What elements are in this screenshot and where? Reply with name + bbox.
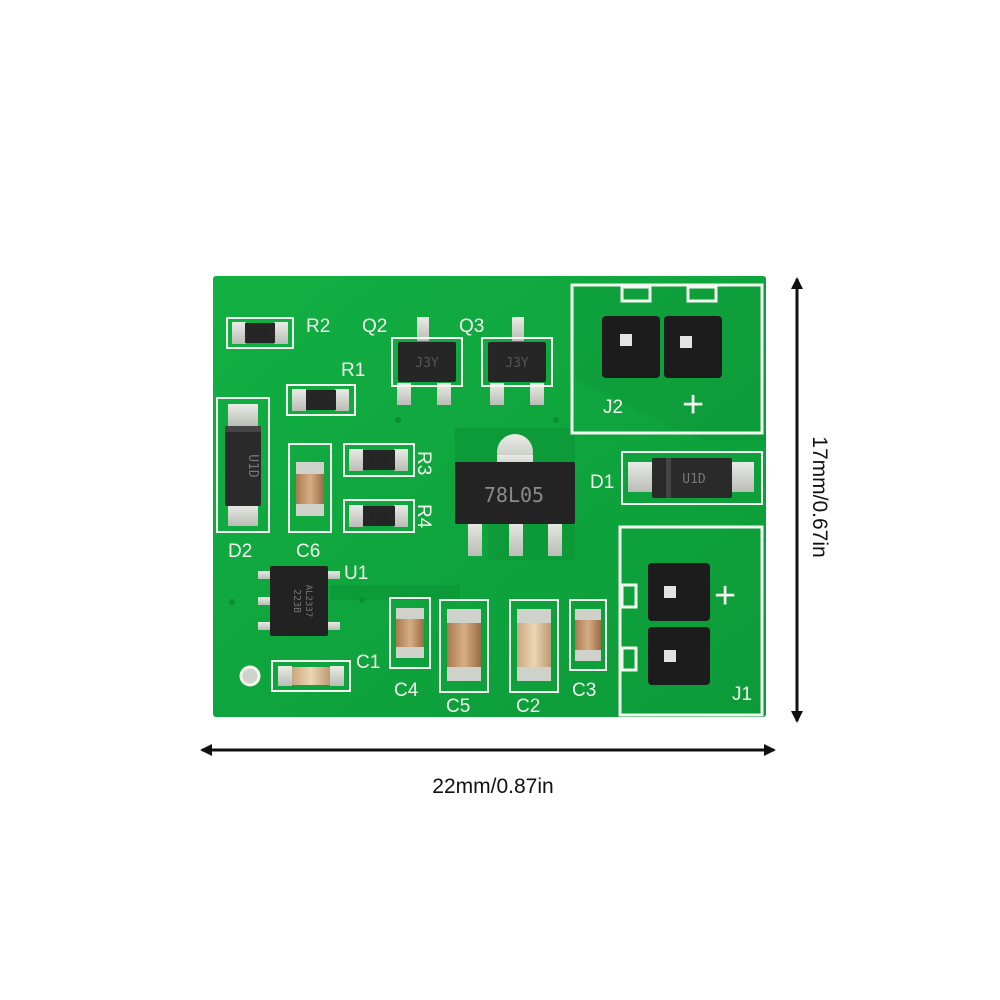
label-r4: R4	[413, 504, 434, 529]
q2-marking: J3Y	[415, 356, 439, 371]
label-c1: C1	[356, 652, 380, 673]
r2-marking: 202	[251, 329, 269, 340]
ic-u1: 223B AL2337	[258, 566, 340, 636]
height-label: 17mm/0.67in	[808, 436, 831, 557]
diode-d2: U1D	[216, 397, 270, 533]
u1-marking-2: AL2337	[303, 585, 313, 618]
capacitor-c3	[569, 599, 607, 671]
j2-plus-mark: +	[682, 384, 704, 426]
capacitor-c5	[439, 599, 489, 693]
label-j2: J2	[603, 397, 623, 418]
q3-marking: J3Y	[505, 356, 529, 371]
capacitor-c6	[288, 443, 332, 533]
j1-header	[648, 563, 710, 685]
label-c2: C2	[516, 696, 540, 717]
transistor-q3: J3Y	[481, 317, 553, 405]
label-u1: U1	[344, 563, 368, 584]
resistor-r1: 122	[286, 384, 356, 416]
resistor-r4: 103	[343, 499, 415, 533]
label-d1: D1	[590, 472, 614, 493]
label-c6: C6	[296, 541, 320, 562]
label-q3: Q3	[459, 316, 484, 337]
r4-marking: 103	[370, 512, 388, 523]
label-c3: C3	[572, 680, 596, 701]
width-label: 22mm/0.87in	[432, 775, 553, 798]
d2-marking: U1D	[245, 454, 260, 478]
label-r2: R2	[306, 316, 330, 337]
voltage-regulator-78l05: 78L05	[455, 434, 575, 556]
j1-plus-mark: +	[714, 575, 736, 617]
resistor-r3: E01	[343, 443, 415, 477]
transistor-q2: J3Y	[391, 317, 463, 405]
label-j1: J1	[732, 684, 752, 705]
capacitor-c4	[389, 597, 431, 669]
label-c4: C4	[394, 680, 419, 701]
label-c5: C5	[446, 696, 470, 717]
label-d2: D2	[228, 541, 252, 562]
d1-marking: U1D	[682, 472, 706, 487]
j2-header	[602, 316, 722, 378]
label-r1: R1	[341, 360, 365, 381]
label-q2: Q2	[362, 316, 387, 337]
u1-marking-1: 223B	[291, 589, 302, 613]
capacitor-c2	[509, 599, 559, 693]
r1-marking: 122	[312, 396, 330, 407]
diode-d1: U1D	[621, 451, 763, 505]
resistor-r2: 202	[226, 317, 294, 349]
r3-marking: E01	[370, 456, 388, 467]
regulator-marking: 78L05	[484, 483, 544, 507]
label-r3: R3	[413, 451, 434, 475]
mounting-hole	[239, 665, 261, 687]
resistor-bottom-left	[271, 660, 351, 692]
